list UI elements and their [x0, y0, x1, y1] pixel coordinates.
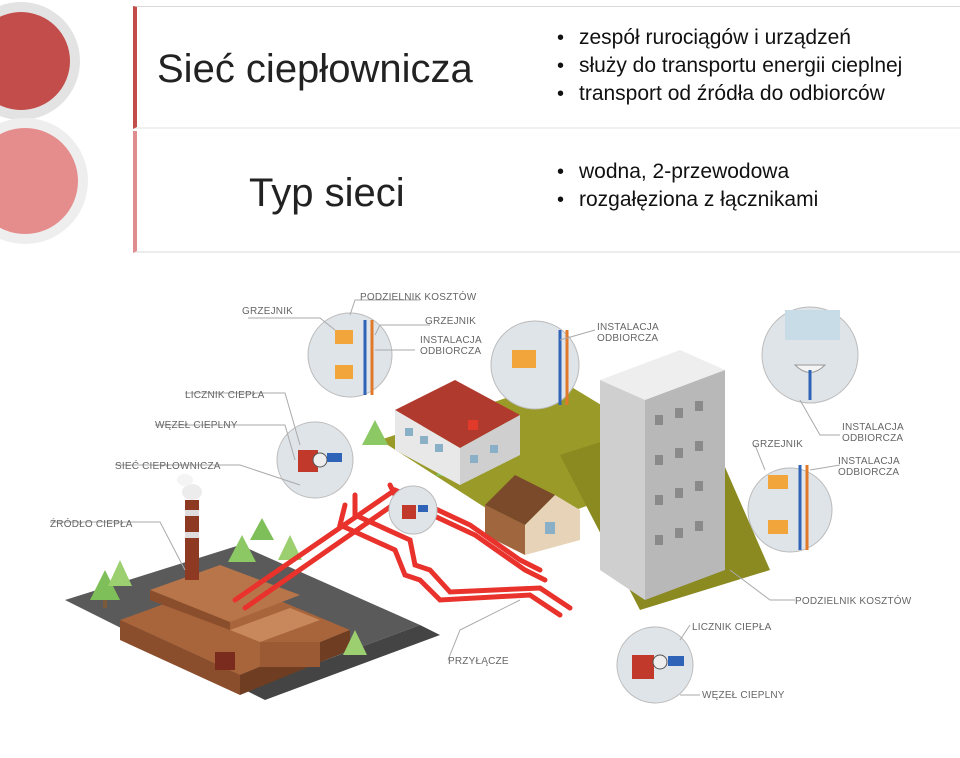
apartment-tower	[600, 350, 725, 600]
label-przylacze: PRZYŁĄCZE	[448, 656, 509, 667]
definition-row: Sieć ciepłownicza zespół rurociągów i ur…	[133, 6, 960, 129]
label-instalacja-top-1: INSTALACJA	[597, 322, 659, 333]
label-instalacja-left-1: INSTALACJA	[420, 335, 482, 346]
row-title-typ: Typ sieci	[249, 171, 405, 215]
bullet-item: służy do transportu energii cieplnej	[555, 52, 902, 80]
heating-pipes	[232, 482, 573, 618]
bullet-list-type: wodna, 2-przewodowa rozgałęziona z łączn…	[555, 158, 818, 214]
bullet-item: zespół rurociągów i urządzeń	[555, 24, 902, 52]
label-grzejnik-right: GRZEJNIK	[752, 439, 803, 450]
leader-lines	[50, 299, 841, 696]
single-family-house	[485, 475, 580, 555]
label-licznik-left: LICZNIK CIEPŁA	[185, 390, 265, 401]
label-podzielnik-right: PODZIELNIK KOSZTÓW	[795, 594, 912, 607]
heat-source-building	[120, 474, 350, 695]
diagram-labels: GRZEJNIK PODZIELNIK KOSZTÓW GRZEJNIK INS…	[50, 290, 912, 701]
label-siec-left: SIEĆ CIEPŁOWNICZA	[115, 459, 221, 472]
label-instalacja-right-a2: ODBIORCZA	[842, 433, 903, 444]
type-row: Typ sieci wodna, 2-przewodowa rozgałęzio…	[133, 131, 960, 253]
label-licznik-bottom: LICZNIK CIEPŁA	[692, 622, 772, 633]
label-instalacja-top-2: ODBIORCZA	[597, 333, 658, 344]
residential-building-red-roof	[395, 380, 520, 485]
label-podzielnik-top: PODZIELNIK KOSZTÓW	[360, 290, 477, 303]
label-instalacja-right-b1: INSTALACJA	[838, 456, 900, 467]
detail-bubble-radiator-mid	[490, 320, 580, 410]
label-wezel-left: WĘZEŁ CIEPLNY	[155, 420, 238, 431]
label-grzejnik-mid: GRZEJNIK	[425, 316, 476, 327]
label-grzejnik-top: GRZEJNIK	[242, 306, 293, 317]
detail-bubble-radiators-right	[747, 465, 833, 553]
detail-bubble-sink	[761, 306, 859, 404]
row-title-siec: Sieć ciepłownicza	[157, 47, 473, 91]
bullet-item: rozgałęziona z łącznikami	[555, 186, 818, 214]
label-zrodlo-left: ŹRÓDŁO CIEPŁA	[50, 517, 133, 530]
road	[245, 625, 440, 700]
bullet-item: wodna, 2-przewodowa	[555, 158, 818, 186]
label-instalacja-right-a1: INSTALACJA	[842, 422, 904, 433]
bullet-item: transport od źródła do odbiorców	[555, 80, 902, 108]
detail-bubble-meter-bottom	[616, 626, 694, 704]
label-instalacja-left-2: ODBIORCZA	[420, 346, 481, 357]
detail-bubble-meter-left	[276, 421, 354, 499]
label-wezel-bottom: WĘZEŁ CIEPLNY	[702, 690, 785, 701]
detail-bubble-radiators-top	[307, 312, 393, 398]
bullet-list-definition: zespół rurociągów i urządzeń służy do tr…	[555, 24, 902, 108]
district-heating-diagram: GRZEJNIK PODZIELNIK KOSZTÓW GRZEJNIK INS…	[50, 290, 912, 704]
detail-bubble-meter-center	[388, 485, 438, 535]
label-instalacja-right-b2: ODBIORCZA	[838, 467, 899, 478]
